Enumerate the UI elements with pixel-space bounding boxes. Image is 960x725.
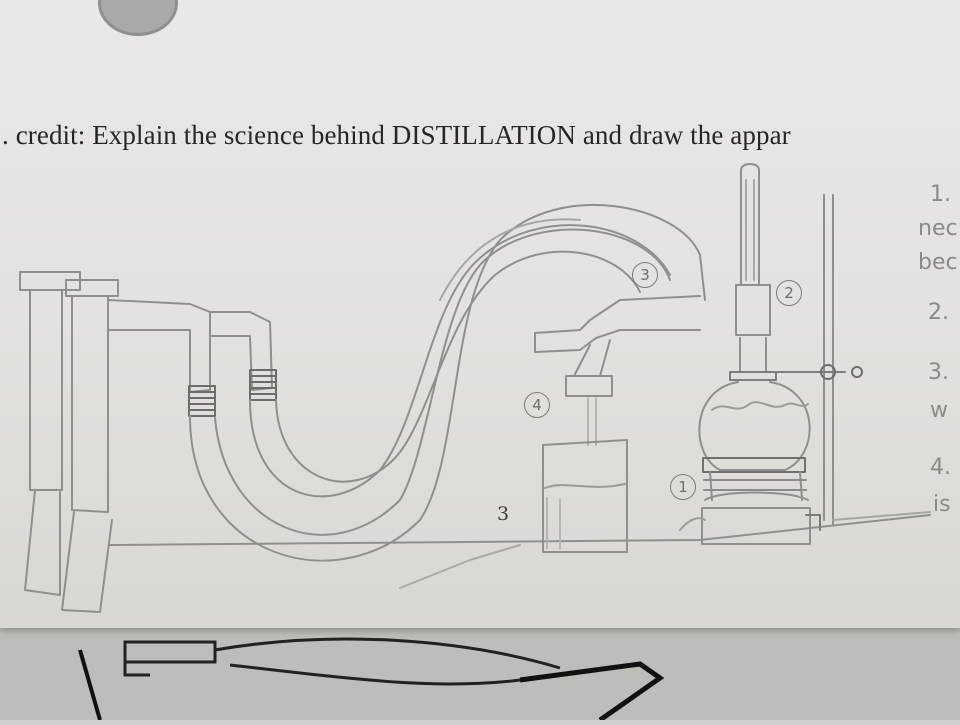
delivery-tube bbox=[534, 295, 701, 397]
thermometer bbox=[740, 163, 760, 286]
table-line bbox=[109, 514, 931, 546]
margin-note-bec: bec bbox=[918, 250, 958, 275]
water-tap bbox=[19, 271, 273, 613]
margin-note-3: 3. bbox=[928, 360, 949, 385]
underlying-page bbox=[0, 620, 960, 723]
margin-note-nec: nec bbox=[918, 216, 958, 241]
worksheet-page: . credit: Explain the science behind DIS… bbox=[0, 0, 960, 628]
margin-note-is: is bbox=[933, 492, 951, 517]
distillation-flask bbox=[698, 284, 811, 471]
condenser-hoses bbox=[189, 203, 706, 562]
circled-label-3: 3 bbox=[632, 262, 658, 288]
margin-note-1: 1. bbox=[930, 182, 951, 207]
circled-label-2: 2 bbox=[776, 280, 802, 306]
distillation-sketch bbox=[19, 163, 931, 613]
margin-note-4: 4. bbox=[930, 455, 951, 480]
margin-note-2: 2. bbox=[928, 300, 949, 325]
margin-note-w: w bbox=[930, 398, 948, 423]
distillate-stream bbox=[587, 397, 597, 446]
underlying-sketch bbox=[78, 637, 665, 723]
beaker-number: 3 bbox=[497, 503, 510, 525]
circled-label-4: 4 bbox=[524, 392, 550, 418]
circled-label-1: 1 bbox=[670, 474, 696, 500]
ring-stand bbox=[769, 194, 931, 526]
hose-clamps bbox=[188, 369, 277, 417]
extra-credit-prompt: . credit: Explain the science behind DIS… bbox=[2, 120, 791, 150]
hot-plate bbox=[679, 457, 821, 545]
collection-beaker bbox=[542, 439, 628, 553]
